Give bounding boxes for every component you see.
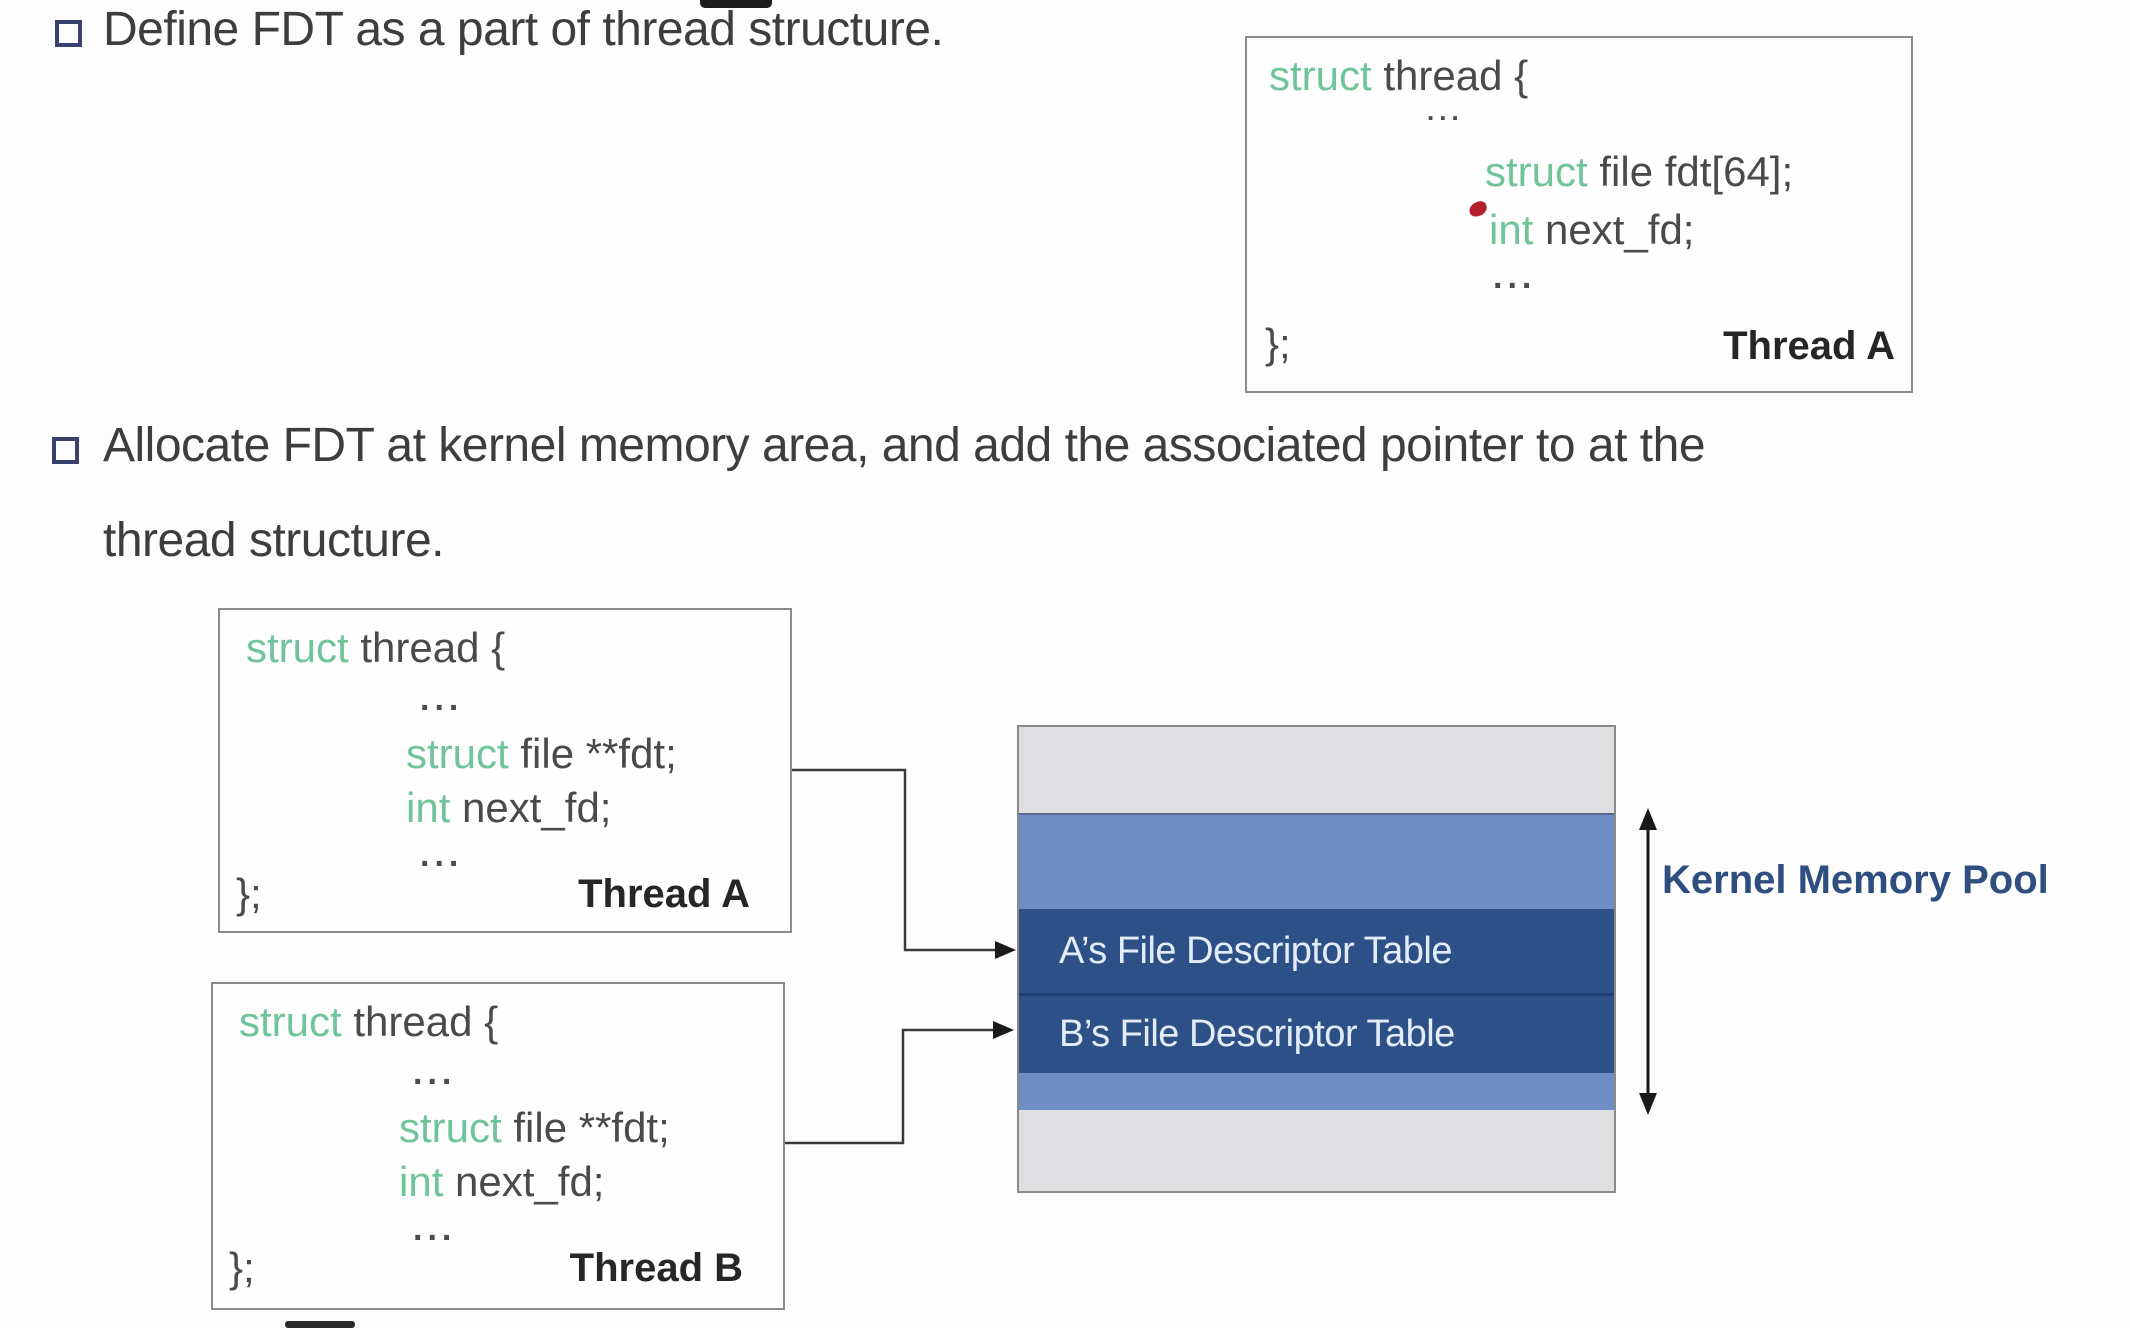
thread-b-arrowhead-icon	[993, 1021, 1014, 1039]
pool-band-a-fdt: A’s File Descriptor Table	[1019, 909, 1614, 993]
code-fdt-pointer-decl: file **fdt;	[501, 1104, 670, 1151]
bullet-2-text-line1: Allocate FDT at kernel memory area, and …	[103, 419, 1706, 472]
code-line-fdt-array: struct file fdt[64];	[1485, 148, 1793, 196]
pool-band-gray-bottom	[1019, 1110, 1614, 1191]
code-ellipsis: ...	[413, 1210, 457, 1248]
code-line-fdt-pointer: struct file **fdt;	[406, 730, 677, 778]
code-line-struct-thread: struct thread {	[1269, 52, 1528, 100]
code-line-next-fd: int next_fd;	[1489, 206, 1694, 254]
code-line-next-fd: int next_fd;	[399, 1158, 604, 1206]
code-thread-open: thread {	[1371, 52, 1529, 99]
pool-band-blue-top	[1019, 813, 1614, 909]
code-box-thread-b: struct thread { ... struct file **fdt; i…	[211, 982, 785, 1310]
red-laser-dot	[1467, 199, 1489, 219]
thread-a-label: Thread A	[578, 872, 750, 916]
kernel-memory-pool-label: Kernel Memory Pool	[1662, 858, 2049, 902]
bullet-1-text: Define FDT as a part of thread structure…	[103, 3, 944, 56]
code-fdt-pointer-decl: file **fdt;	[508, 730, 677, 777]
keyword-int: int	[1489, 206, 1534, 253]
code-next-fd-decl: next_fd;	[1533, 206, 1695, 253]
keyword-int: int	[406, 784, 451, 831]
code-fdt-array-decl: file fdt[64];	[1587, 148, 1794, 195]
pool-band-blue-bottom	[1019, 1073, 1614, 1110]
video-artifact-top-bar	[700, 0, 772, 8]
code-thread-open: thread {	[348, 624, 506, 671]
code-next-fd-decl: next_fd;	[443, 1158, 605, 1205]
keyword-struct: struct	[1269, 52, 1372, 99]
code-ellipsis: ...	[420, 680, 464, 718]
code-box-thread-a: struct thread { ... struct file **fdt; i…	[218, 608, 792, 933]
keyword-struct: struct	[399, 1104, 502, 1151]
code-thread-open: thread {	[341, 998, 499, 1045]
code-line-fdt-pointer: struct file **fdt;	[399, 1104, 670, 1152]
code-ellipsis: ...	[420, 836, 464, 874]
keyword-struct: struct	[406, 730, 509, 777]
pool-extent-arrow-down-icon	[1639, 1093, 1657, 1115]
pool-extent-arrow-up-icon	[1639, 808, 1657, 830]
keyword-struct: struct	[246, 624, 349, 671]
code-ellipsis: ...	[1427, 96, 1464, 126]
keyword-struct: struct	[239, 998, 342, 1045]
bullet-2-text-line2: thread structure.	[103, 514, 445, 567]
code-close-brace: };	[1265, 320, 1291, 367]
kernel-memory-pool-box: A’s File Descriptor Table B’s File Descr…	[1017, 725, 1616, 1193]
thread-b-fdt-pointer-line	[785, 1028, 996, 1145]
code-line-struct-thread: struct thread {	[246, 624, 505, 672]
code-ellipsis: ...	[1493, 258, 1537, 296]
code-next-fd-decl: next_fd;	[450, 784, 612, 831]
bullet-square-2	[52, 437, 79, 464]
thread-b-label: Thread B	[569, 1246, 743, 1290]
thread-a-label: Thread A	[1723, 324, 1895, 368]
keyword-struct: struct	[1485, 148, 1588, 195]
pool-band-b-fdt: B’s File Descriptor Table	[1019, 993, 1614, 1073]
pool-band-gray-top	[1019, 727, 1614, 813]
code-box-fdt-inline: struct thread { ... struct file fdt[64];…	[1245, 36, 1913, 393]
keyword-int: int	[399, 1158, 444, 1205]
thread-a-arrowhead-icon	[995, 941, 1016, 959]
code-ellipsis: ...	[413, 1054, 457, 1092]
code-line-struct-thread: struct thread {	[239, 998, 498, 1046]
code-line-next-fd: int next_fd;	[406, 784, 611, 832]
code-close-brace: };	[236, 870, 262, 917]
code-close-brace: };	[229, 1244, 255, 1291]
video-artifact-bottom-bar	[285, 1321, 355, 1328]
thread-a-fdt-pointer-line	[792, 768, 998, 952]
bullet-square-1	[55, 20, 82, 47]
